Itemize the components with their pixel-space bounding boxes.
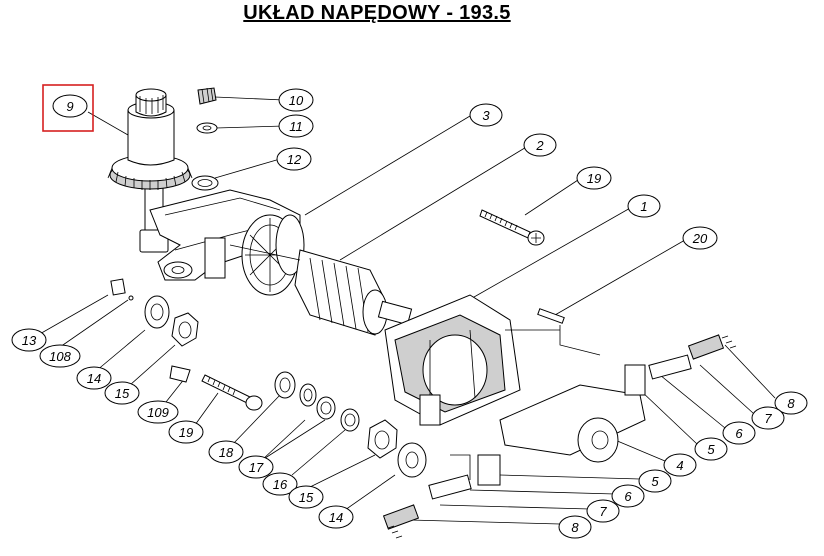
svg-text:3: 3 [482,108,490,123]
callout-14-left: 14 [76,366,112,390]
callout-20: 20 [682,226,718,250]
svg-text:18: 18 [219,445,234,460]
callout-8-right: 8 [774,391,808,415]
svg-text:5: 5 [651,474,659,489]
svg-text:8: 8 [787,396,795,411]
small-parts [191,87,219,191]
rotor [229,244,413,336]
callout-5-right: 5 [694,437,728,461]
callout-19-left: 19 [168,420,204,444]
highlight-box [42,84,94,132]
svg-text:15: 15 [115,386,130,401]
svg-text:2: 2 [535,138,544,153]
callout-15-left: 15 [104,381,140,405]
callout-1: 1 [627,194,661,218]
svg-text:1: 1 [640,199,647,214]
svg-text:14: 14 [329,510,343,525]
svg-text:19: 19 [587,171,601,186]
stator [384,294,521,426]
leader-lines [37,96,776,525]
svg-text:16: 16 [273,477,288,492]
washer-set [274,371,427,478]
callout-108: 108 [39,344,81,368]
svg-text:13: 13 [22,333,37,348]
callout-7-bottom: 7 [586,499,620,523]
callout-14-bottom: 14 [318,505,354,529]
callout-18: 18 [208,440,244,464]
callout-12: 12 [276,147,312,171]
brush-holder-right [499,334,737,463]
svg-text:8: 8 [571,520,579,535]
callout-4: 4 [663,453,697,477]
svg-text:19: 19 [179,425,193,440]
svg-text:109: 109 [147,405,169,420]
callout-109: 109 [137,400,179,424]
callout-6-bottom: 6 [611,484,645,508]
svg-text:10: 10 [289,93,304,108]
callout-10: 10 [278,88,314,112]
callout-15-bottom: 15 [288,485,324,509]
callout-2: 2 [523,133,557,157]
callout-8-bottom: 8 [558,515,592,539]
callouts: 9 10 11 12 3 2 19 1 [11,84,808,539]
callout-17: 17 [238,455,274,479]
svg-text:15: 15 [299,490,314,505]
svg-text:17: 17 [249,460,264,475]
callout-9: 9 [52,94,88,118]
svg-text:108: 108 [49,349,71,364]
callout-3: 3 [469,103,503,127]
diagram-title: UKŁAD NAPĘDOWY - 193.5 [243,2,511,24]
frame [149,189,301,281]
callout-5-bottom: 5 [638,469,672,493]
callout-19-top: 19 [576,166,612,190]
svg-text:9: 9 [66,99,73,114]
screw-top [479,209,545,246]
fan [241,214,305,296]
callout-13: 13 [11,328,47,352]
svg-text:7: 7 [599,504,607,519]
svg-text:6: 6 [735,426,743,441]
svg-text:11: 11 [289,119,303,134]
callout-7-right: 7 [751,406,785,430]
svg-text:12: 12 [287,152,302,167]
svg-text:5: 5 [707,442,715,457]
callout-16: 16 [262,472,298,496]
left-small-parts [110,278,263,411]
svg-text:20: 20 [692,231,708,246]
svg-text:14: 14 [87,371,101,386]
callout-11: 11 [278,114,314,138]
wire-lead [505,308,601,356]
gear-assembly [107,88,193,253]
brush-holder-left [382,454,501,539]
svg-text:7: 7 [764,411,772,426]
svg-text:6: 6 [624,489,632,504]
svg-text:4: 4 [676,458,683,473]
callout-6-right: 6 [722,421,756,445]
